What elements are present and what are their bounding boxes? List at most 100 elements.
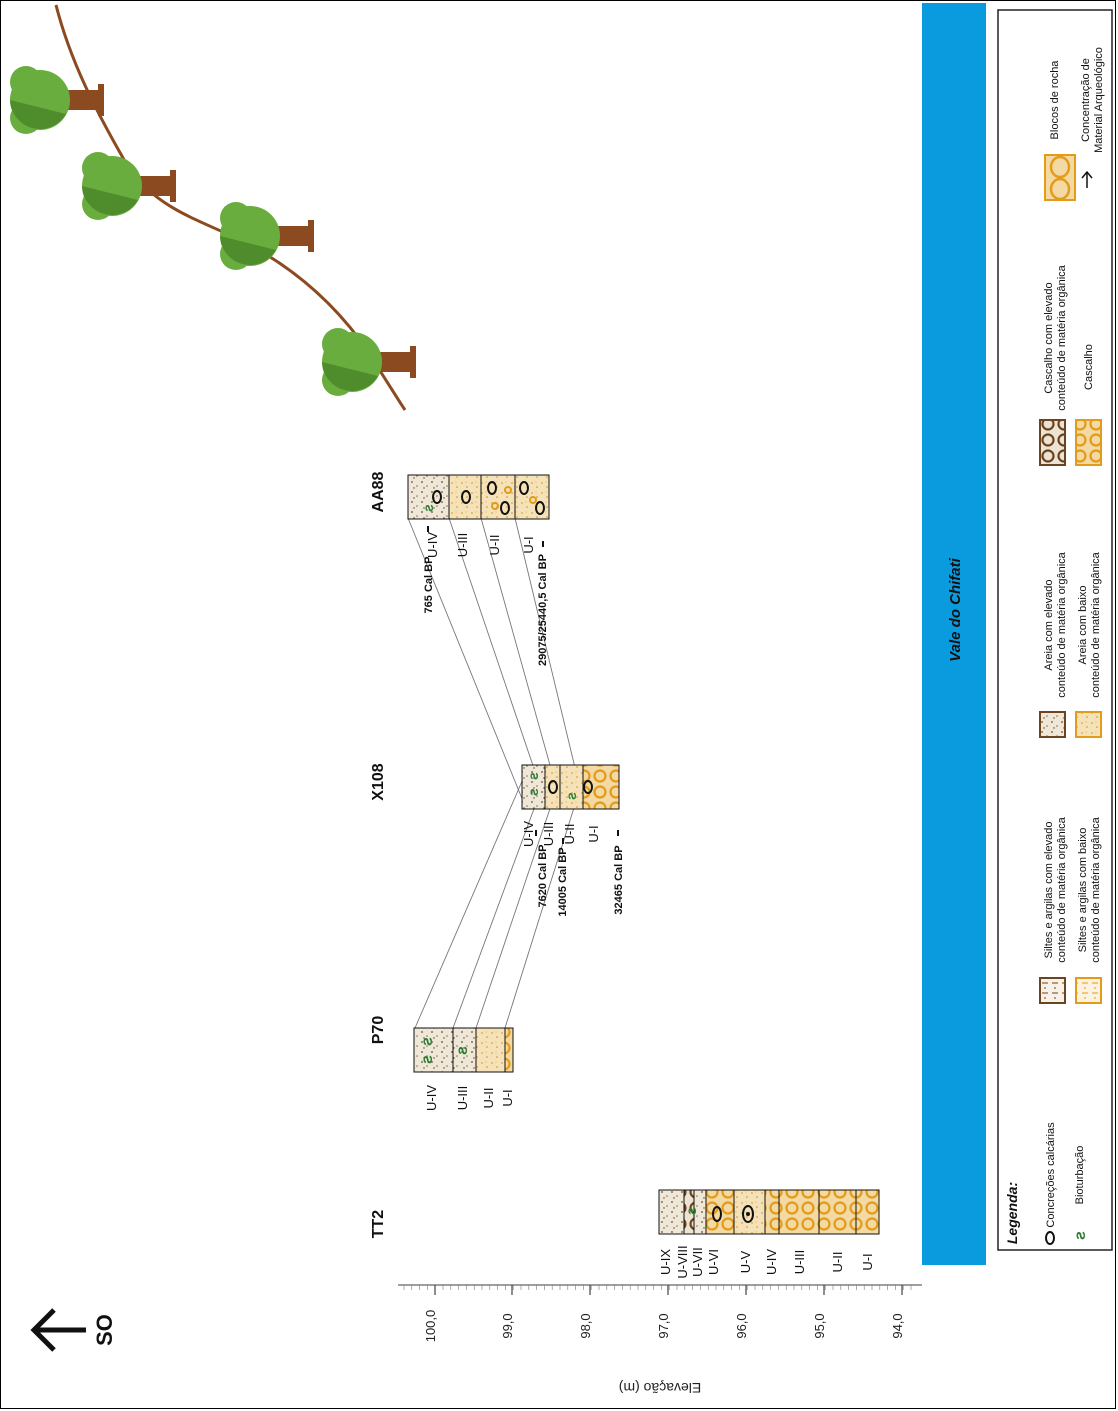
legend-label: Areia com baixo — [1077, 586, 1089, 665]
legend-label: conteúdo de matéria orgânica — [1056, 264, 1068, 410]
unit-label: U-II — [830, 1252, 845, 1273]
concretion-icon — [742, 1205, 754, 1223]
layer-u-i — [582, 764, 620, 810]
date-label: 765 Cal BP — [423, 557, 435, 614]
correlation-lines — [407, 517, 584, 1029]
unit-label: U-IV — [425, 532, 440, 558]
layer-u-ii — [475, 1027, 506, 1073]
sand-low-organic-icon — [1075, 711, 1102, 738]
layer-u-ix — [658, 1189, 685, 1235]
legend-label: Concreções calcárias — [1045, 1122, 1057, 1228]
unit-label: U-I — [521, 536, 536, 553]
unit-label: U-VIII — [675, 1245, 690, 1278]
tree-icon — [322, 328, 416, 396]
gravel-icon — [1075, 419, 1102, 466]
layer-u-ii — [480, 474, 516, 520]
unit-label: U-I — [860, 1253, 875, 1270]
rock-blocks-icon — [1044, 154, 1076, 201]
gravel-high-organic-icon — [1039, 419, 1066, 466]
legend-label: conteúdo de matéria orgânica — [1056, 816, 1068, 962]
bioturbation-icon: ƨ ƨ ƨ — [525, 772, 579, 800]
unit-label: U-V — [738, 1250, 753, 1273]
unit-label: U-IX — [658, 1249, 673, 1275]
arrow-left-icon — [30, 1308, 86, 1352]
tree-icon — [82, 152, 176, 220]
trees-decoration — [10, 4, 416, 411]
svg-text:ƨ: ƨ — [419, 1037, 436, 1046]
unit-label: U-I — [500, 1089, 515, 1106]
concretion-icon — [548, 780, 558, 794]
bioturbation-icon: ƨ — [420, 504, 436, 512]
svg-text:ƨ: ƨ — [454, 1046, 471, 1055]
unit-label: U-III — [541, 822, 556, 847]
svg-text:ƨ: ƨ — [683, 1207, 699, 1215]
silt-clay-high-organic-icon — [1039, 977, 1066, 1004]
legend-label: Areia com elevado — [1043, 579, 1055, 670]
column-name-aa88: AA88 — [370, 471, 387, 512]
orientation-indicator: SO — [30, 1308, 117, 1352]
unit-label: U-I — [586, 825, 601, 842]
legend: Legenda: Concreções calcárias ƨ Bioturba… — [997, 9, 1113, 1251]
tree-icon — [10, 66, 104, 134]
layer-u-iv — [764, 1189, 780, 1235]
unit-label: U-VII — [690, 1247, 705, 1277]
layer-u-i — [504, 1027, 514, 1073]
layer-u-iv — [521, 764, 546, 810]
legend-label: Cascalho com elevado — [1043, 282, 1055, 393]
layer-u-iv — [407, 474, 450, 520]
layer-u-iii — [778, 1189, 820, 1235]
date-label: 29075/25440,5 Cal BP — [537, 554, 549, 666]
bioturbation-icon: ƨ — [1072, 1231, 1089, 1240]
layer-u-iv — [413, 1027, 454, 1073]
svg-text:ƨ: ƨ — [420, 504, 436, 512]
unit-label: U-II — [562, 824, 577, 845]
legend-label: conteúdo de matéria orgânica — [1090, 816, 1102, 962]
legend-label: Bioturbação — [1074, 1146, 1086, 1205]
unit-label: U-III — [455, 533, 470, 558]
axis-tick-label: 97,0 — [656, 1313, 671, 1338]
unit-label: U-III — [455, 1086, 470, 1111]
stratigraphic-column-x108: ƨ ƨ ƨ U-IV U-III U-II U-I 7620 Cal BP 14… — [521, 764, 625, 917]
unit-label: U-IV — [764, 1249, 779, 1275]
concretion-icon — [583, 780, 593, 794]
svg-text:ƨ: ƨ — [525, 772, 541, 780]
artifact-concentration-icon — [1081, 170, 1093, 188]
artifact-concentration-icon — [535, 830, 619, 844]
svg-text:ƨ: ƨ — [525, 788, 541, 796]
concretion-icon — [1045, 1231, 1055, 1245]
date-label: 14005 Cal BP — [557, 847, 569, 916]
layer-u-ii — [818, 1189, 857, 1235]
date-label: 32465 Cal BP — [613, 845, 625, 914]
bioturbation-icon: ƨ ƨ ƨ — [419, 1037, 471, 1064]
unit-label: U-IV — [521, 821, 536, 847]
concretion-icon — [712, 1206, 722, 1222]
stratigraphic-column-aa88: ƨ U-IV U-III U-II U-I 765 Cal BP 29075/2… — [407, 474, 550, 666]
unit-label: U-II — [481, 1088, 496, 1109]
axis-tick-label: 94,0 — [890, 1313, 905, 1338]
legend-title: Legenda: — [1004, 1182, 1020, 1244]
axis-tick-label: 96,0 — [734, 1313, 749, 1338]
legend-label: Blocos de rocha — [1049, 60, 1061, 140]
layer-u-i — [855, 1189, 880, 1235]
svg-text:ƨ: ƨ — [563, 792, 579, 800]
legend-label: Concentração de — [1080, 58, 1092, 142]
axis-tick-label: 98,0 — [578, 1313, 593, 1338]
sand-high-organic-icon — [1039, 711, 1066, 738]
artifact-concentration-icon — [427, 526, 544, 547]
legend-label: Siltes e argilas com elevado — [1043, 822, 1055, 959]
legend-label: conteúdo de matéria orgânica — [1090, 551, 1102, 697]
stratigraphic-column-p70: ƨ ƨ ƨ U-IV U-III U-II U-I — [413, 1027, 515, 1111]
valley-label: Vale do Chifati — [947, 557, 964, 661]
legend-label: Material Arqueológico — [1093, 47, 1105, 153]
svg-text:ƨ: ƨ — [419, 1055, 436, 1064]
layer-u-iii — [448, 474, 482, 520]
unit-label: U-II — [487, 535, 502, 556]
tree-icon — [220, 202, 314, 270]
layer-u-ii — [559, 764, 584, 810]
date-label: 7620 Cal BP — [537, 845, 549, 908]
concretion-icon — [432, 481, 545, 515]
stratigraphic-column-tt2: ƨ U-IX U-VIII U-VII U-VI U-V U-IV U-III … — [658, 1189, 880, 1279]
column-name-tt2: TT2 — [370, 1210, 387, 1239]
